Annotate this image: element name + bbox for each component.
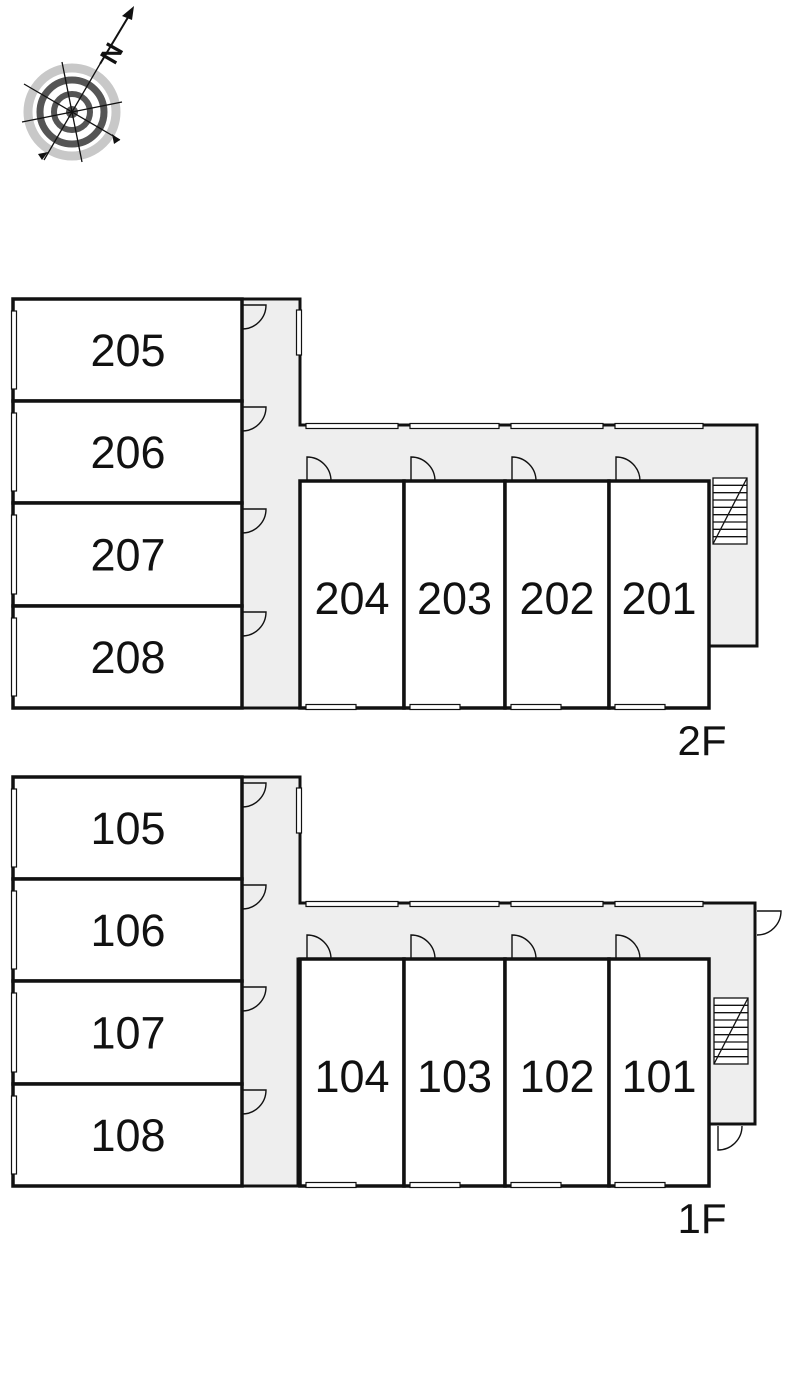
stairs-2F-slope	[712, 477, 748, 545]
window-105	[10, 788, 18, 868]
corridor-window-102	[510, 900, 604, 908]
room-label-204: 204	[314, 573, 389, 624]
room-202	[503, 479, 611, 710]
window-204	[305, 703, 357, 711]
door-206	[241, 406, 267, 432]
room-label-104: 104	[314, 1051, 389, 1102]
door-203	[410, 456, 436, 482]
room-204	[298, 479, 406, 710]
door-102	[511, 934, 537, 960]
compass-rose-icon: N	[21, 6, 134, 163]
exterior-door-east	[756, 910, 782, 936]
window-106	[10, 890, 18, 970]
door-202	[511, 456, 537, 482]
door-207	[241, 508, 267, 534]
door-104	[306, 934, 332, 960]
room-label-106: 106	[90, 905, 165, 956]
room-103	[402, 957, 507, 1188]
room-201	[607, 479, 711, 710]
corridor-window-top-2F	[295, 309, 303, 356]
room-label-201: 201	[621, 573, 696, 624]
room-label-108: 108	[90, 1110, 165, 1161]
corridor-window-104	[305, 900, 399, 908]
floor-2f-plan: 205 206 207 208 204 203 202 201 2F	[10, 297, 759, 764]
door-107	[241, 986, 267, 1012]
window-102	[510, 1181, 562, 1189]
room-label-206: 206	[90, 427, 165, 478]
exterior-door-south	[717, 1125, 743, 1151]
corridor-window-top-1F	[295, 787, 303, 834]
room-label-202: 202	[519, 573, 594, 624]
window-208	[10, 617, 18, 697]
corridor-window-203	[409, 422, 500, 430]
corridor-window-202	[510, 422, 604, 430]
window-207	[10, 514, 18, 595]
room-label-203: 203	[417, 573, 492, 624]
door-205	[241, 304, 267, 330]
stairs-1F	[713, 997, 749, 1065]
corridor-window-201	[614, 422, 704, 430]
door-106	[241, 884, 267, 910]
room-206	[11, 399, 244, 505]
floor-label-1F: 1F	[677, 1195, 726, 1242]
room-label-103: 103	[417, 1051, 492, 1102]
door-108	[241, 1089, 267, 1115]
stairs-2F	[712, 477, 748, 545]
door-208	[241, 611, 267, 637]
window-107	[10, 992, 18, 1073]
room-label-102: 102	[519, 1051, 594, 1102]
room-label-205: 205	[90, 325, 165, 376]
door-103	[410, 934, 436, 960]
room-label-208: 208	[90, 632, 165, 683]
window-108	[10, 1095, 18, 1175]
window-101	[614, 1181, 666, 1189]
room-102	[503, 957, 611, 1188]
corridor-window-204	[305, 422, 399, 430]
window-205	[10, 310, 18, 390]
floor-label-2F: 2F	[677, 717, 726, 764]
room-207	[11, 501, 244, 608]
corridor-window-101	[614, 900, 704, 908]
window-201	[614, 703, 666, 711]
room-label-105: 105	[90, 803, 165, 854]
door-201	[615, 456, 641, 482]
window-103	[409, 1181, 461, 1189]
door-204	[306, 456, 332, 482]
room-label-207: 207	[90, 530, 165, 581]
window-202	[510, 703, 562, 711]
door-101	[615, 934, 641, 960]
room-label-101: 101	[621, 1051, 696, 1102]
door-105	[241, 782, 267, 808]
room-101	[607, 957, 711, 1188]
window-203	[409, 703, 461, 711]
corridor-window-103	[409, 900, 500, 908]
room-108	[11, 1082, 244, 1188]
stairs-1F-slope	[713, 997, 749, 1065]
room-label-107: 107	[90, 1008, 165, 1059]
floor-1f-plan: 105 106 107 108 104 103 102 101 1F	[10, 775, 782, 1242]
window-206	[10, 412, 18, 492]
window-104	[305, 1181, 357, 1189]
